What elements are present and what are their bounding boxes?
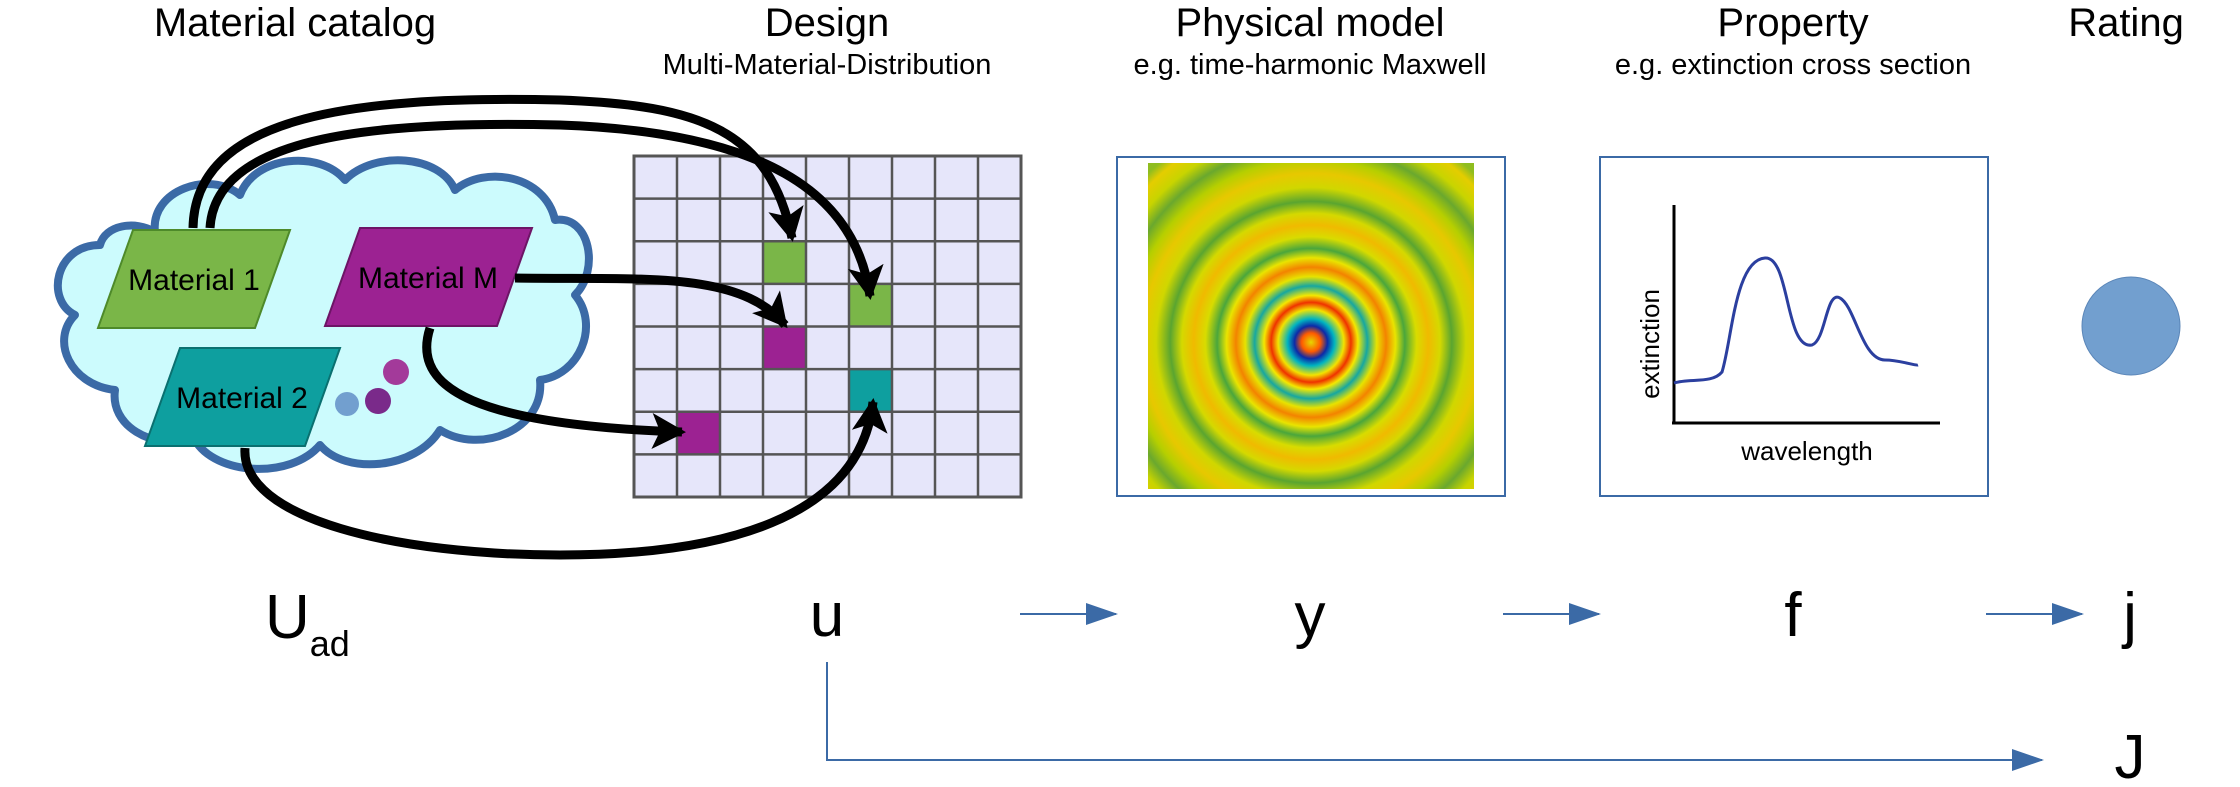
dot-purple <box>365 388 391 414</box>
header-rating: Rating <box>2068 1 2184 45</box>
flow-arrows <box>826 603 2084 771</box>
header-design: Design <box>765 1 890 45</box>
arrow-materialm-to-cell-c <box>514 273 789 329</box>
grid-cell-material-m <box>763 326 806 370</box>
symbol-J: J <box>2115 723 2146 787</box>
physical-model-panel <box>1116 156 1506 497</box>
grid-cell-material-1 <box>763 241 806 284</box>
subheader-property: e.g. extinction cross section <box>1615 49 1971 81</box>
material-m-label: Material M <box>358 262 498 295</box>
assignment-arrows <box>188 94 888 560</box>
extinction-curve <box>1673 256 1919 385</box>
symbol-y: y <box>1295 581 1326 650</box>
header-property: Property <box>1717 1 1868 45</box>
grid-cell-material-m <box>677 411 720 455</box>
material-m: Material M <box>323 227 534 327</box>
field-image <box>1148 163 1474 489</box>
arrow-material2-to-cell-d <box>240 398 888 560</box>
subheader-design: Multi-Material-Distribution <box>663 49 992 81</box>
arrow-material1-to-cell-b <box>205 119 884 300</box>
y-axis-label: extinction <box>1635 289 1665 399</box>
rating-dot <box>2081 276 2181 376</box>
symbol-j: j <box>2121 581 2137 650</box>
symbol-uad: Uad <box>265 583 350 664</box>
header-physical-model: Physical model <box>1175 1 1444 45</box>
symbol-uad-sub: ad <box>310 623 350 664</box>
x-axis-label: wavelength <box>1740 436 1873 466</box>
material-1-label: Material 1 <box>128 264 260 297</box>
material-1: Material 1 <box>96 229 292 329</box>
subheader-physical-model: e.g. time-harmonic Maxwell <box>1134 49 1487 81</box>
material-2-label: Material 2 <box>176 382 308 415</box>
arrow-materialm-to-cell-e <box>422 326 686 449</box>
header-material-catalog: Material catalog <box>154 1 436 45</box>
property-panel: wavelength extinction <box>1599 156 1989 497</box>
symbol-u: u <box>810 581 844 650</box>
material-2: Material 2 <box>143 347 342 447</box>
arrow-u-to-J <box>826 662 2044 771</box>
symbol-uad-main: U <box>265 583 310 652</box>
dot-blue <box>335 392 359 416</box>
symbol-f: f <box>1784 581 1802 650</box>
dot-magenta <box>383 359 409 385</box>
